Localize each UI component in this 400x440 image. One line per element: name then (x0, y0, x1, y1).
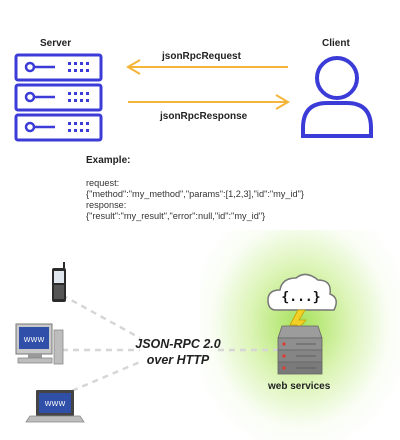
laptop-screen-text: WWW (45, 400, 66, 408)
mobile-phone-icon (52, 262, 66, 302)
example-line: response: (86, 200, 127, 210)
network-illustration: WWW WWW {...} (15, 262, 337, 423)
example-code: request: {"method":"my_method","params":… (86, 178, 304, 222)
cloud-icon (267, 273, 337, 311)
desktop-screen-text: WWW (24, 336, 45, 344)
example-line: request: (86, 178, 120, 188)
web-services-label: web services (268, 381, 331, 392)
example-line: {"result":"my_result","error":null,"id":… (86, 211, 266, 221)
protocol-line-2: over HTTP (146, 353, 210, 367)
response-arrow (128, 94, 290, 110)
request-arrow (126, 59, 288, 75)
server-stack-icon (277, 325, 323, 375)
laptop-icon (25, 390, 85, 423)
client-label: Client (322, 38, 350, 49)
request-label: jsonRpcRequest (162, 51, 241, 62)
response-label: jsonRpcResponse (160, 111, 248, 122)
server-icon (14, 53, 103, 142)
user-icon (301, 56, 373, 138)
protocol-line-1: JSON-RPC 2.0 (135, 337, 221, 351)
example-title: Example: (86, 155, 131, 166)
example-line: {"method":"my_method","params":[1,2,3],"… (86, 189, 304, 199)
server-label: Server (40, 38, 72, 49)
desktop-computer-icon (15, 323, 64, 365)
client-server-diagram (14, 53, 373, 142)
protocol-label: JSON-RPC 2.0 over HTTP (128, 336, 228, 368)
cloud-text: {...} (281, 290, 320, 305)
